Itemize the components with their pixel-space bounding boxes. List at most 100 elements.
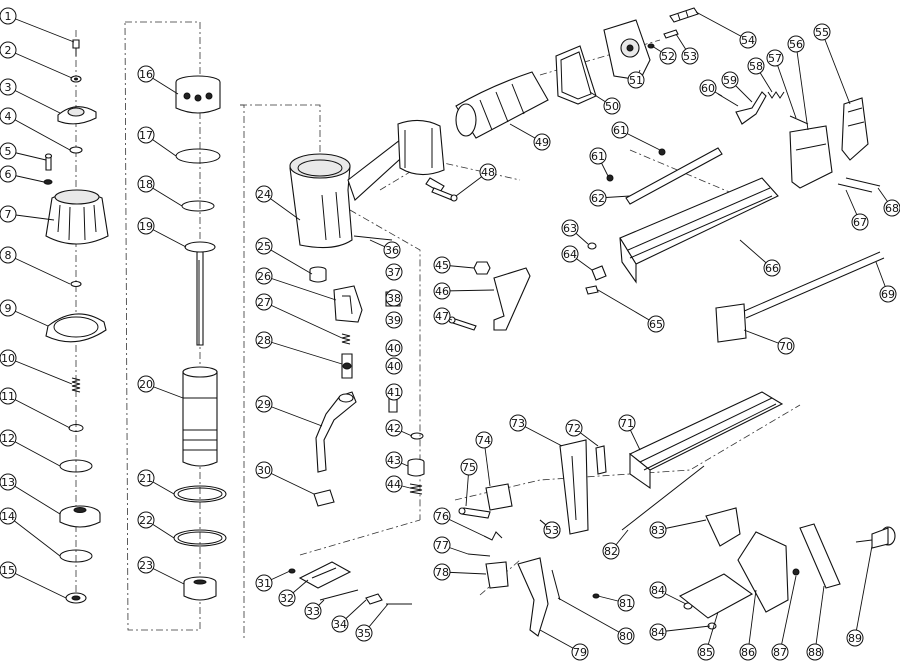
- callout-c84a: 84: [649, 581, 687, 605]
- callout-number: 37: [387, 266, 401, 279]
- cylinder-part-20: [182, 366, 218, 467]
- callout-circle: [771, 643, 789, 661]
- leader-line: [7, 481, 61, 515]
- callout-c46: 46: [433, 282, 495, 300]
- leader-line: [263, 275, 337, 301]
- callout-c83: 83: [649, 519, 707, 539]
- callout-circle: [697, 643, 715, 661]
- callout-circle: [137, 217, 155, 235]
- callout-c60: 60: [699, 79, 723, 97]
- callout-circle: [589, 189, 607, 207]
- callout-number: 44: [387, 478, 401, 491]
- pin-part-77: [467, 553, 491, 557]
- callout-number: 85: [699, 646, 713, 659]
- pin-part-57: [789, 115, 809, 125]
- base-plate-part-85: [678, 573, 754, 619]
- callout-circle: [879, 285, 897, 303]
- leader-line: [821, 31, 851, 105]
- callout-c77: 77: [433, 536, 469, 555]
- callout-c25: 25: [255, 237, 313, 275]
- callout-c50: 50: [589, 91, 621, 115]
- callout-c36: 36: [369, 239, 401, 259]
- callout-circle: [255, 331, 273, 349]
- callout-number: 49: [535, 136, 549, 149]
- callout-c53a: 53: [675, 33, 699, 65]
- callout-number: 46: [435, 285, 449, 298]
- callout-number: 33: [306, 605, 320, 618]
- callout-c15: 15: [0, 561, 67, 599]
- contact-arm-part-79: [517, 557, 549, 637]
- spring-part-34: [365, 593, 383, 605]
- callout-circle: [475, 431, 493, 449]
- callout-c65: 65: [597, 289, 665, 333]
- callout-c19: 19: [137, 217, 187, 248]
- cap-part-3: [57, 106, 97, 125]
- valve-body-part-43: [407, 458, 425, 477]
- callout-number: 72: [567, 422, 581, 435]
- callout-number: 35: [357, 627, 371, 640]
- housing-assembly: [289, 7, 699, 249]
- leader-line: [557, 597, 627, 637]
- nut-part-45: [473, 261, 491, 275]
- callout-number: 82: [604, 545, 618, 558]
- callout-circle: [433, 507, 451, 525]
- callout-circle: [255, 267, 273, 285]
- spring-part-69: [741, 251, 885, 319]
- spring-part-58: [767, 91, 785, 99]
- plate-part-72: [595, 445, 607, 475]
- leader-line: [7, 515, 61, 557]
- gasket-part-9: [45, 313, 107, 343]
- callout-circle: [603, 97, 621, 115]
- callout-number: 15: [1, 564, 15, 577]
- callout-circle: [617, 627, 635, 645]
- callout-circle: [255, 293, 273, 311]
- callout-circle: [699, 79, 717, 97]
- callout-number: 71: [620, 417, 634, 430]
- housing-part-24: [289, 119, 445, 249]
- callout-number: 50: [605, 100, 619, 113]
- callout-circle: [617, 594, 635, 612]
- callout-number: 34: [333, 618, 347, 631]
- callout-number: 25: [257, 240, 271, 253]
- leader-line: [263, 301, 343, 339]
- callout-number: 31: [257, 577, 271, 590]
- callout-circle: [589, 147, 607, 165]
- callout-circle: [602, 542, 620, 560]
- callout-c69: 69: [875, 261, 897, 303]
- callout-circle: [137, 469, 155, 487]
- callout-circle: [385, 311, 403, 329]
- callout-c8: 8: [0, 246, 71, 285]
- callout-c34: 34: [331, 599, 367, 633]
- callout-circle: [0, 349, 17, 367]
- leader-line: [854, 545, 873, 639]
- callout-number: 30: [257, 464, 271, 477]
- callout-circle: [304, 602, 322, 620]
- callout-circle: [137, 556, 155, 574]
- callout-circle: [659, 47, 677, 65]
- callout-number: 14: [1, 510, 15, 523]
- callout-number: 5: [5, 145, 12, 158]
- callout-c82: 82: [602, 529, 629, 560]
- callout-c64: 64: [561, 245, 593, 271]
- callout-number: 52: [661, 50, 675, 63]
- leader-line: [7, 357, 73, 385]
- callout-number: 63: [563, 222, 577, 235]
- leader-line: [774, 57, 797, 119]
- clip-part-64: [591, 265, 607, 281]
- leader-line: [7, 15, 75, 43]
- callout-circle: [255, 185, 273, 203]
- callout-number: 16: [139, 68, 153, 81]
- driver-part-19: [184, 241, 216, 346]
- callout-circle: [806, 643, 824, 661]
- callout-c28: 28: [255, 331, 343, 365]
- callout-number: 13: [1, 476, 15, 489]
- callout-circle: [255, 395, 273, 413]
- bracket-part-56: [789, 125, 833, 189]
- callout-circle: [0, 165, 17, 183]
- callout-circle: [433, 256, 451, 274]
- callout-circle: [0, 429, 17, 447]
- callout-number: 47: [435, 310, 449, 323]
- callout-number: 89: [848, 632, 862, 645]
- callout-circle: [255, 461, 273, 479]
- callout-circle: [479, 163, 497, 181]
